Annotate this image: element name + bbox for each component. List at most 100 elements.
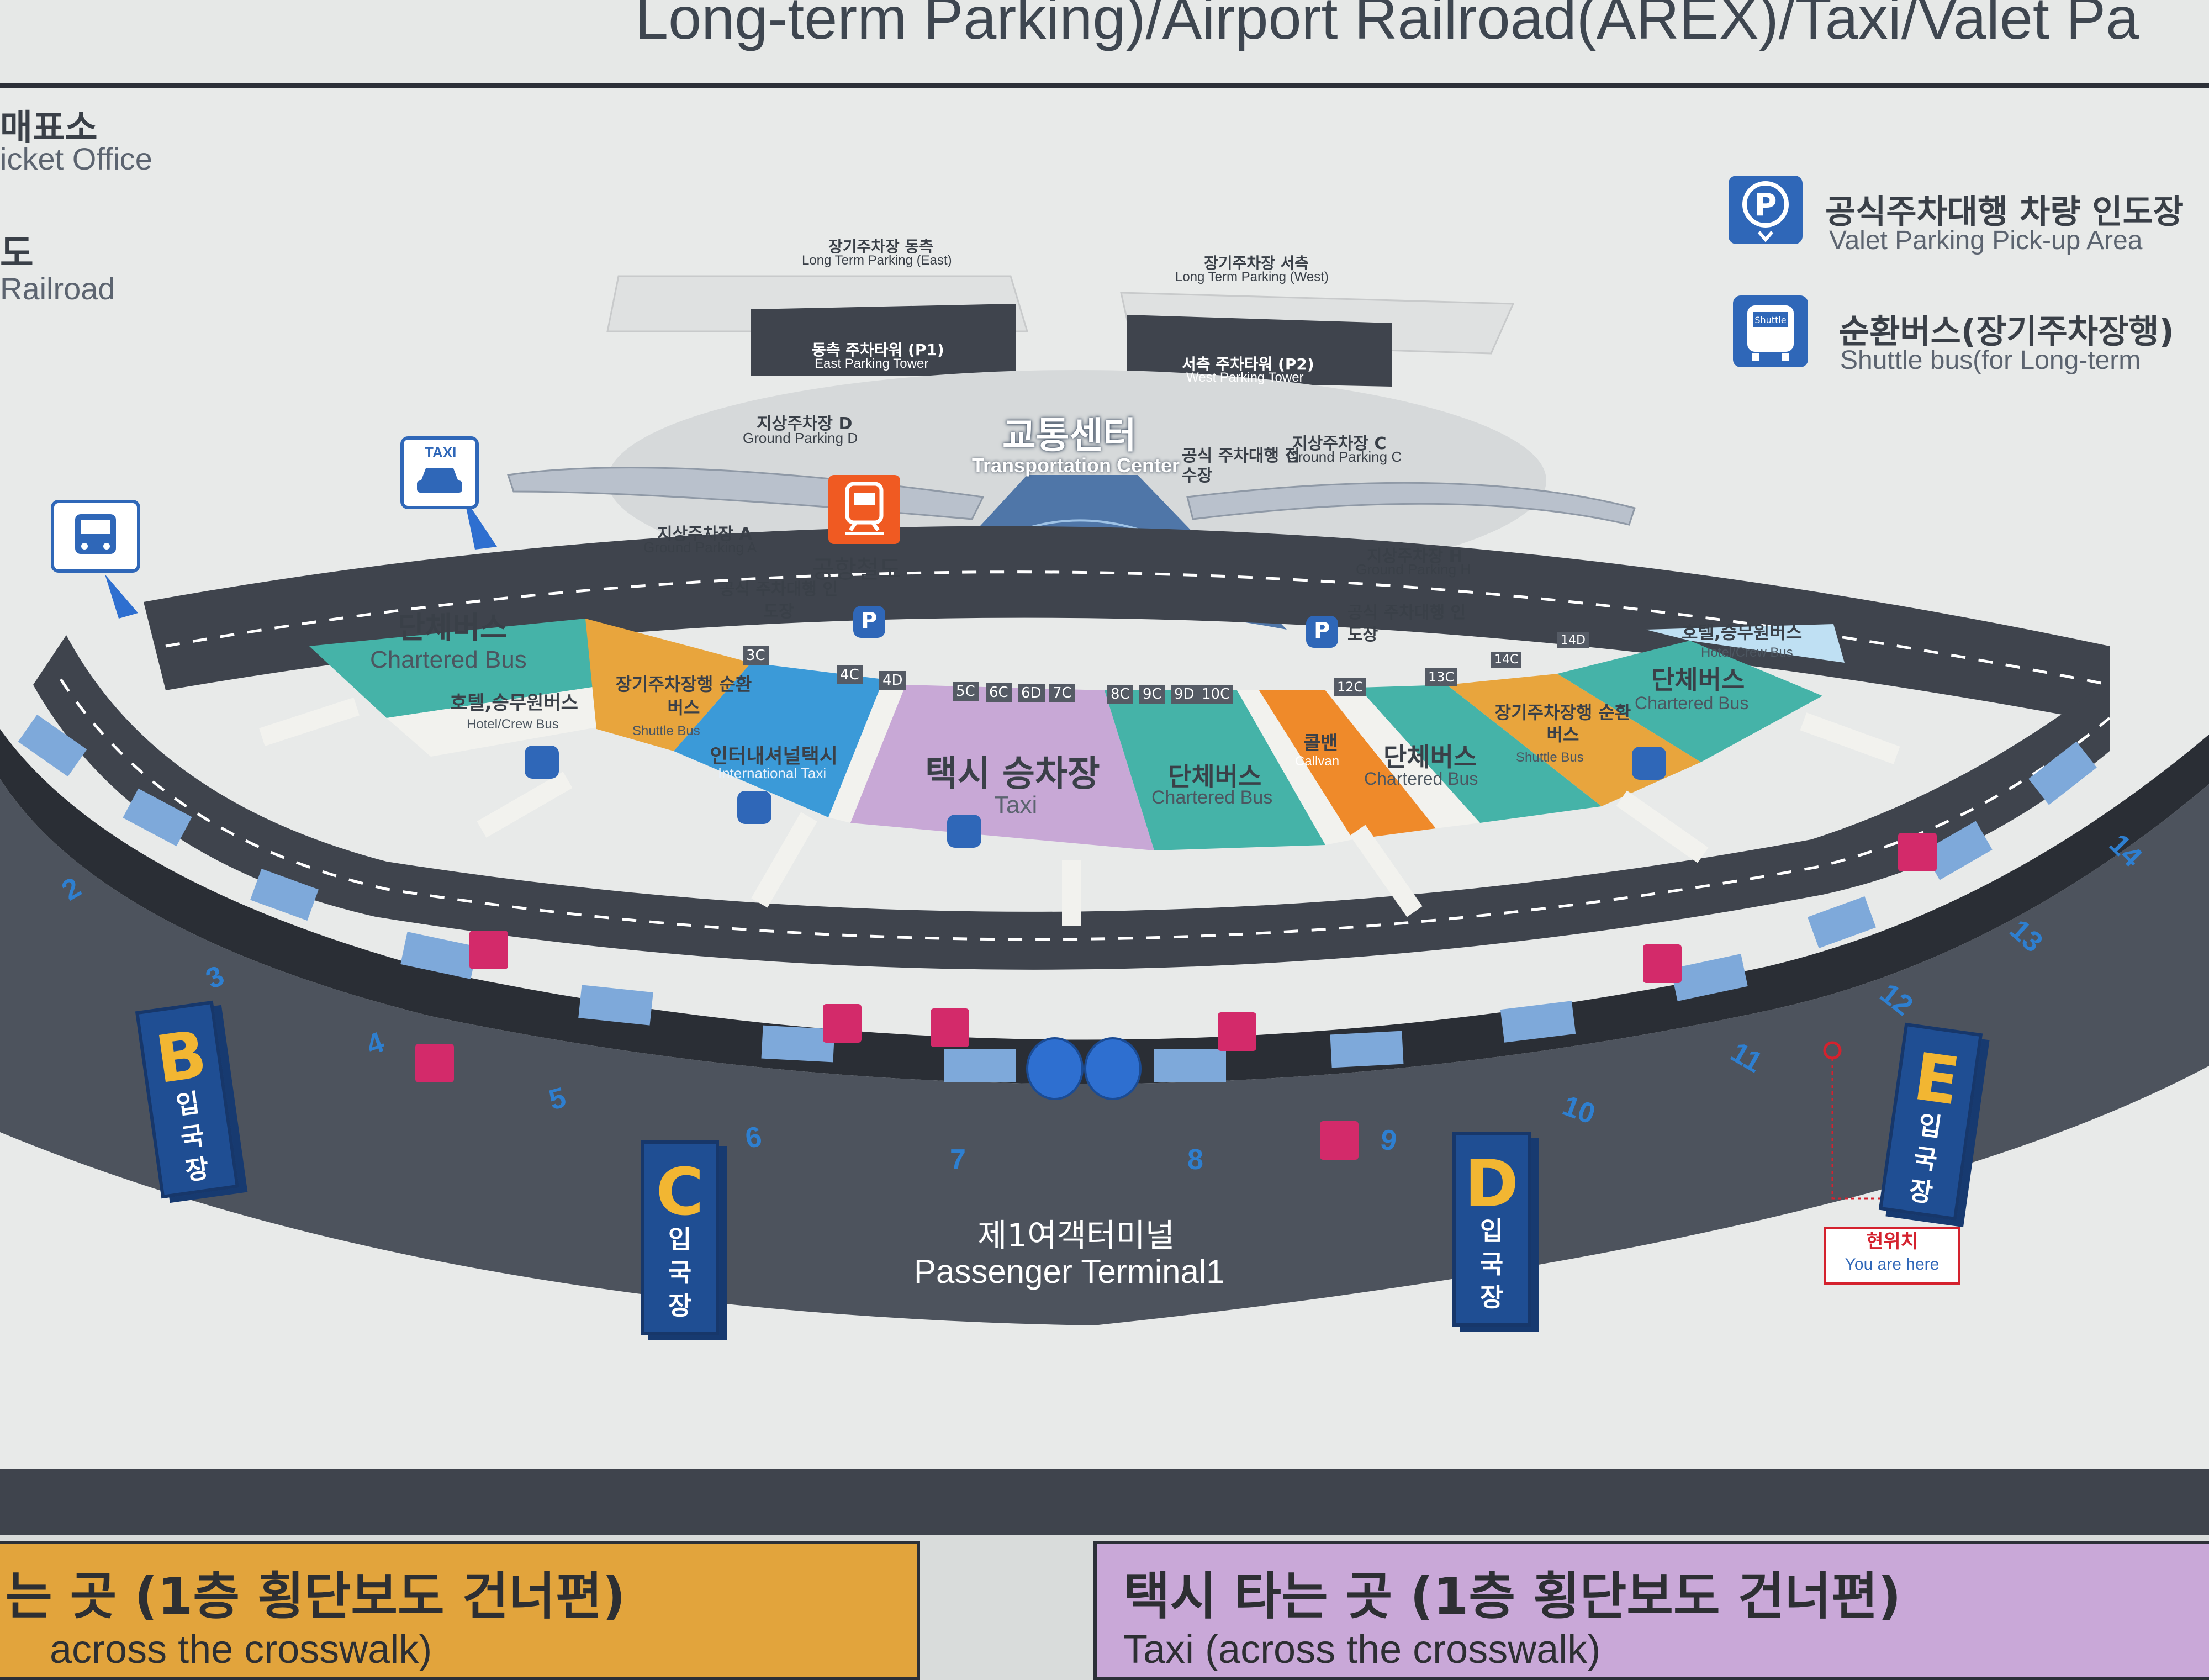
zone-taxi-ko: 택시 승차장 — [925, 754, 1100, 795]
stop-code: 14C — [1491, 652, 1522, 668]
bus-entry-arrow — [105, 574, 138, 619]
svg-text:P: P — [1754, 187, 1777, 223]
taxi-stand-icon — [947, 815, 981, 848]
arex-ko: 공항철도 — [812, 556, 901, 584]
warning-badge — [469, 931, 508, 969]
stop-code: 6D — [1018, 684, 1045, 702]
ga-en: Ground Parking A — [643, 539, 757, 556]
east-parking-tower — [751, 304, 1016, 376]
valet-legend-en: Valet Parking Pick-up Area — [1829, 226, 2143, 255]
gate-c[interactable]: C 입 국 장 — [641, 1140, 719, 1335]
zone-callvan — [1259, 690, 1436, 839]
valet-reception-ko: 공식 주차대행 접수장 — [1182, 446, 1301, 485]
terminal-doors — [18, 714, 2097, 1082]
terminal-curb — [0, 729, 2209, 1084]
warning-badge — [415, 1044, 454, 1082]
terminal-label-ko: 제1여객터미널 — [977, 1217, 1175, 1254]
ticket-office-label-ko: 매표소 — [0, 108, 98, 149]
warning-badge — [1898, 833, 1937, 871]
warning-badge — [1218, 1012, 1256, 1051]
p2-ko: 서측 주차타워 (P2) — [1182, 355, 1314, 373]
zone-hotel-right-ko: 호텔,승무원버스 — [1682, 622, 1803, 643]
valet-right-ko: 공식 주차대행 인도장 — [1347, 603, 1466, 644]
stop-code: 13C — [1425, 668, 1458, 686]
lt-east-en: Long Term Parking (East) — [802, 253, 952, 268]
zone-intl-taxi-en: International Taxi — [718, 765, 827, 781]
stop-code: 4D — [879, 671, 906, 690]
gate-d[interactable]: D 입 국 장 — [1452, 1132, 1531, 1327]
taxi-icon-text: TAXI — [425, 444, 457, 461]
zone-chartered-mid-en: Chartered Bus — [1151, 787, 1273, 808]
railroad-label-ko: 도 — [0, 232, 34, 274]
zone-white-c — [1325, 688, 1480, 828]
zone-hotel-right — [1646, 624, 1845, 663]
zone-chartered-left-en: Chartered Bus — [370, 646, 527, 673]
gc-ko: 지상주차장 C — [1292, 434, 1387, 453]
valet-left-p-icon: P — [853, 606, 885, 638]
zone-chartered-right-ko: 단체버스 — [1383, 742, 1477, 772]
stop-code: 14D — [1557, 632, 1589, 648]
west-parking-tower — [1127, 315, 1392, 387]
gate-d-label-2: 국 — [1479, 1249, 1504, 1279]
warning-badge — [823, 1004, 862, 1043]
gate-c-label-3: 장 — [668, 1291, 692, 1320]
you-are-here-box: 현위치 You are here — [1824, 1227, 1960, 1285]
zone-hotel-right-en: Hotel/Crew Bus — [1701, 645, 1793, 660]
terminal-label-en: Passenger Terminal1 — [914, 1253, 1225, 1290]
zone-chartered-mid-ko: 단체버스 — [1168, 762, 1262, 791]
zone-chartered-left-ko: 단체버스 — [398, 610, 508, 645]
zone-intl-taxi-ko: 인터내셔널택시 — [710, 745, 838, 768]
zone-chartered-far-ko: 단체버스 — [1651, 665, 1745, 695]
gc-en: Ground Parking C — [1287, 448, 1402, 465]
banner-left-ko: 는 곳 (1층 횡단보도 건너편) — [6, 1567, 626, 1626]
warning-badge — [1320, 1121, 1359, 1160]
lt-west-en: Long Term Parking (West) — [1175, 270, 1329, 284]
header-strip — [0, 0, 2209, 88]
banner-right-en: Taxi (across the crosswalk) — [1123, 1628, 1601, 1672]
valet-parking-icon: P — [1729, 176, 1803, 244]
zone-white-b — [1237, 690, 1353, 845]
zone-white-a — [828, 679, 906, 823]
zone-callvan-en: Callvan — [1295, 754, 1340, 769]
zone-hotel-left-en: Hotel/Crew Bus — [467, 717, 559, 732]
header-title: Long-term Parking)/Airport Railroad(AREX… — [635, 0, 2139, 51]
stop-code: 5C — [953, 682, 979, 701]
gate-d-letter: D — [1465, 1145, 1519, 1222]
gh-ko: 지상주차장 H — [1367, 547, 1463, 566]
zone-chartered-right-en: Chartered Bus — [1364, 769, 1478, 789]
gd-en: Ground Parking D — [743, 430, 858, 446]
warning-badge — [1643, 944, 1682, 983]
arex-train-icon — [828, 475, 900, 544]
valet-right-p-icon: P — [1306, 616, 1338, 648]
gate-c-letter: C — [656, 1154, 704, 1230]
zone-hotel-left-ko: 호텔,승무원버스 — [450, 692, 578, 714]
gate-c-label-1: 입 — [668, 1224, 692, 1254]
zone-taxi-en: Taxi — [994, 791, 1038, 818]
banner-left: 는 곳 (1층 횡단보도 건너편) across the crosswalk) — [0, 1541, 920, 1680]
zone-chartered-far — [1557, 641, 1822, 762]
zone-shuttle-right-ko: 장기주차장행 순환버스 — [1494, 702, 1631, 745]
lt-east-ko: 장기주차장 동측 — [828, 237, 934, 256]
ga-ko: 지상주차장 A — [657, 525, 752, 544]
bus-icon — [51, 500, 140, 573]
hotel-bus-right-icon — [1632, 747, 1666, 780]
gate-d-label-1: 입 — [1479, 1216, 1504, 1246]
door-number: 8 — [1187, 1144, 1203, 1176]
you-are-here-ko: 현위치 — [1866, 1230, 1918, 1253]
banner-right: 택시 타는 곳 (1층 횡단보도 건너편) Taxi (across the c… — [1093, 1541, 2209, 1680]
stop-code: 9C — [1139, 685, 1165, 704]
zone-chartered-mid — [1104, 690, 1325, 850]
lt-west-ko: 장기주차장 서측 — [1204, 254, 1309, 272]
bottom-divider — [0, 1469, 2209, 1535]
valet-legend-ko: 공식주차대행 차량 인도장 — [1825, 193, 2184, 231]
taxi-icon: TAXI — [400, 436, 479, 509]
stop-code: 9D — [1171, 685, 1198, 704]
zone-shuttle-left-ko: 장기주차장행 순환버스 — [615, 674, 752, 718]
p2-en: West Parking Tower — [1186, 370, 1304, 385]
railroad-label-en: Railroad — [0, 271, 115, 306]
zone-intl-taxi — [674, 663, 884, 817]
tc-right-wing — [1186, 482, 1636, 526]
inner-roadway — [33, 635, 2110, 970]
